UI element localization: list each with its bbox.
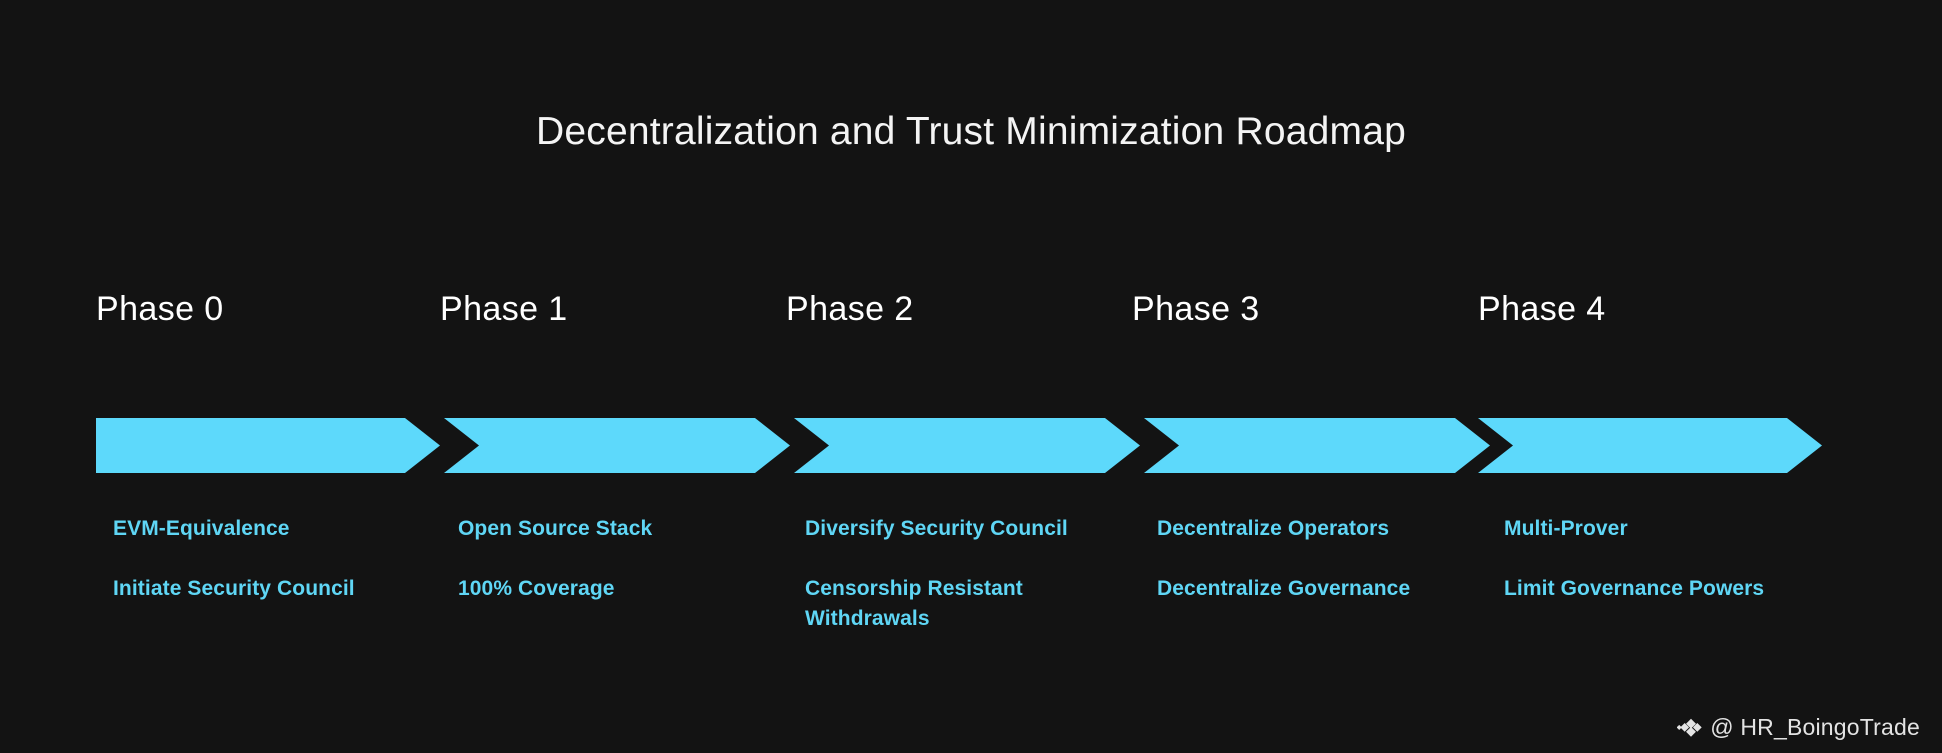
chevron-bar [0,418,1942,476]
chevron-segment-phase-3[interactable] [1144,418,1490,473]
milestone-item: Diversify Security Council [805,517,1068,540]
phase-heading-3: Phase 3 [1132,290,1260,328]
page-title: Decentralization and Trust Minimization … [536,110,1406,153]
chevron-segment-phase-4[interactable] [1478,418,1822,473]
milestone-column-phase-2: Diversify Security Council Censorship Re… [805,514,1075,634]
phase-heading-4: Phase 4 [1478,290,1606,328]
watermark-handle: @ HR_BoingoTrade [1710,714,1920,740]
milestone-row: EVM-Equivalence Initiate Security Counci… [0,514,1942,694]
chevron-segment-phase-2[interactable] [794,418,1140,473]
chevron-segment-phase-1[interactable] [444,418,790,473]
milestone-item: Multi-Prover [1504,517,1628,540]
phase-heading-0: Phase 0 [96,290,224,328]
milestone-item: Initiate Security Council [113,577,355,600]
milestone-column-phase-4: Multi-Prover Limit Governance Powers [1504,514,1824,604]
phase-heading-2: Phase 2 [786,290,914,328]
chevron-segment-phase-0[interactable] [96,418,440,473]
milestone-column-phase-0: EVM-Equivalence Initiate Security Counci… [113,514,413,604]
phase-heading-1: Phase 1 [440,290,568,328]
phase-heading-row: Phase 0 Phase 1 Phase 2 Phase 3 Phase 4 [96,290,1846,342]
milestone-column-phase-3: Decentralize Operators Decentralize Gove… [1157,514,1457,604]
milestone-item: 100% Coverage [458,577,615,600]
milestone-item: Decentralize Governance [1157,577,1411,600]
milestone-item: Censorship Resistant Withdrawals [805,577,1023,630]
milestone-item: Decentralize Operators [1157,517,1390,540]
milestone-item: Open Source Stack [458,517,653,540]
milestone-item: Limit Governance Powers [1504,577,1765,600]
milestone-column-phase-1: Open Source Stack 100% Coverage [458,514,758,604]
binance-diamond-icon [1676,715,1703,741]
watermark: @ HR_BoingoTrade [1676,714,1920,741]
milestone-item: EVM-Equivalence [113,517,290,540]
